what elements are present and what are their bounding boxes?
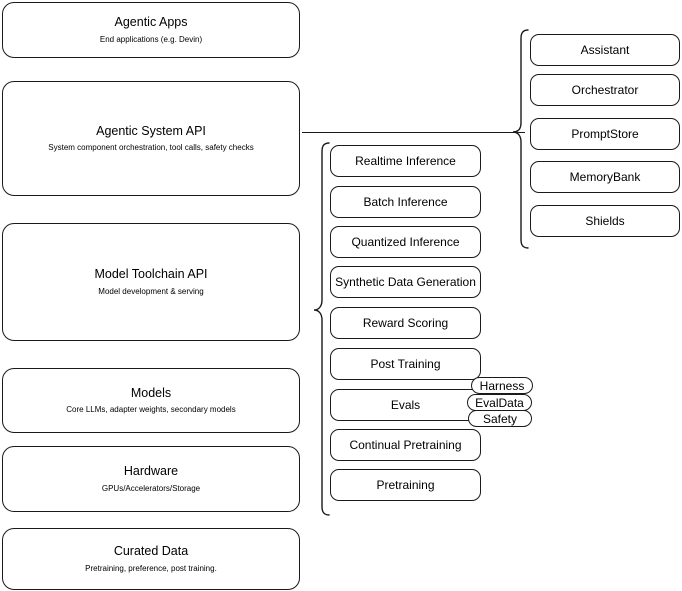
layer-curated-data[interactable]: Curated Data Pretraining, preference, po… — [2, 528, 300, 590]
toolchain-item-realtime-inference[interactable]: Realtime Inference — [330, 145, 481, 177]
system-component-orchestrator[interactable]: Orchestrator — [530, 74, 680, 106]
toolchain-item-batch-inference[interactable]: Batch Inference — [330, 186, 481, 218]
toolchain-item-quantized-inference[interactable]: Quantized Inference — [330, 226, 481, 258]
layer-title: Hardware — [123, 464, 179, 479]
pill-label: Harness — [479, 378, 525, 393]
brace-system-components — [510, 27, 530, 251]
toolchain-item-evals[interactable]: Evals — [330, 389, 481, 421]
layer-agentic-apps[interactable]: Agentic Apps End applications (e.g. Devi… — [2, 2, 300, 58]
toolchain-item-continual-pretraining[interactable]: Continual Pretraining — [330, 429, 481, 461]
item-label: Evals — [390, 397, 421, 412]
system-component-memorybank[interactable]: MemoryBank — [530, 161, 680, 193]
toolchain-item-pretraining[interactable]: Pretraining — [330, 469, 481, 501]
item-label: Continual Pretraining — [349, 437, 462, 452]
item-label: Quantized Inference — [351, 234, 460, 249]
pill-label: EvalData — [475, 395, 524, 410]
layer-subtitle: GPUs/Accelerators/Storage — [101, 483, 201, 493]
item-label: Batch Inference — [363, 194, 448, 209]
toolchain-item-reward-scoring[interactable]: Reward Scoring — [330, 307, 481, 339]
item-label: Shields — [585, 213, 625, 228]
system-component-shields[interactable]: Shields — [530, 205, 680, 237]
item-label: Orchestrator — [571, 82, 639, 97]
toolchain-item-synthetic-data-generation[interactable]: Synthetic Data Generation — [330, 266, 481, 298]
layer-title: Models — [130, 385, 172, 400]
system-component-assistant[interactable]: Assistant — [530, 34, 680, 66]
layer-title: Agentic System API — [96, 123, 206, 138]
pill-label: Safety — [482, 411, 518, 426]
layer-title: Curated Data — [113, 544, 189, 559]
eval-pill-harness[interactable]: Harness — [471, 377, 533, 394]
eval-pill-evaldata[interactable]: EvalData — [467, 394, 532, 411]
layer-models[interactable]: Models Core LLMs, adapter weights, secon… — [2, 368, 300, 433]
layer-subtitle: Pretraining, preference, post training. — [85, 563, 217, 573]
item-label: Synthetic Data Generation — [335, 274, 476, 289]
layer-agentic-system-api[interactable]: Agentic System API System component orch… — [2, 81, 300, 196]
layer-title: Model Toolchain API — [94, 267, 208, 282]
connector-system-api-to-components — [302, 132, 525, 133]
layer-hardware[interactable]: Hardware GPUs/Accelerators/Storage — [2, 446, 300, 512]
layer-subtitle: End applications (e.g. Devin) — [99, 34, 203, 44]
item-label: PromptStore — [571, 126, 639, 141]
layer-title: Agentic Apps — [114, 15, 188, 30]
item-label: Post Training — [370, 356, 441, 371]
eval-pill-safety[interactable]: Safety — [468, 410, 532, 427]
item-label: Pretraining — [376, 477, 435, 492]
toolchain-item-post-training[interactable]: Post Training — [330, 348, 481, 380]
item-label: Assistant — [580, 42, 630, 57]
item-label: MemoryBank — [569, 169, 641, 184]
brace-toolchain-items — [305, 140, 331, 518]
layer-subtitle: Model development & serving — [98, 286, 204, 296]
layer-subtitle: System component orchestration, tool cal… — [48, 143, 254, 153]
layer-model-toolchain-api[interactable]: Model Toolchain API Model development & … — [2, 223, 300, 341]
system-component-promptstore[interactable]: PromptStore — [530, 118, 680, 150]
item-label: Reward Scoring — [362, 315, 449, 330]
layer-subtitle: Core LLMs, adapter weights, secondary mo… — [66, 405, 236, 415]
item-label: Realtime Inference — [355, 153, 456, 168]
